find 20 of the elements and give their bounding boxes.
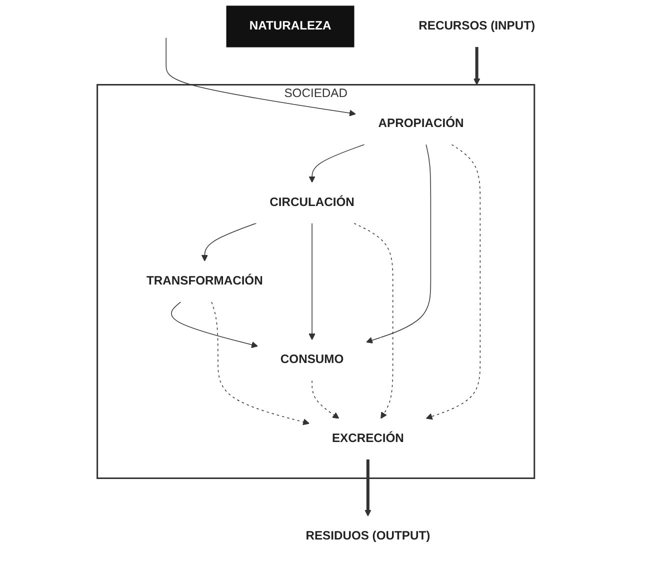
arrow (308, 144, 365, 183)
arrow (171, 302, 258, 348)
node-text: RECURSOS (INPUT) (418, 20, 535, 33)
arrow (354, 222, 394, 419)
node-text: EXCRECIÓN (332, 432, 404, 445)
node-text: CIRCULACIÓN (270, 196, 354, 209)
arrow (201, 222, 257, 262)
arrow (166, 37, 356, 116)
arrow (426, 144, 481, 420)
node-text: CONSUMO (280, 353, 344, 366)
node-text: APROPIACIÓN (378, 117, 464, 130)
arrow (366, 144, 432, 344)
node-box: NATURALEZA (226, 6, 354, 48)
arrow (312, 380, 340, 419)
node-text: RESIDUOS (OUTPUT) (306, 530, 430, 543)
node-text: TRANSFORMACIÓN (146, 274, 263, 288)
arrow (364, 459, 372, 516)
arrow (211, 302, 310, 426)
arrow (308, 222, 316, 340)
arrow (473, 46, 480, 86)
